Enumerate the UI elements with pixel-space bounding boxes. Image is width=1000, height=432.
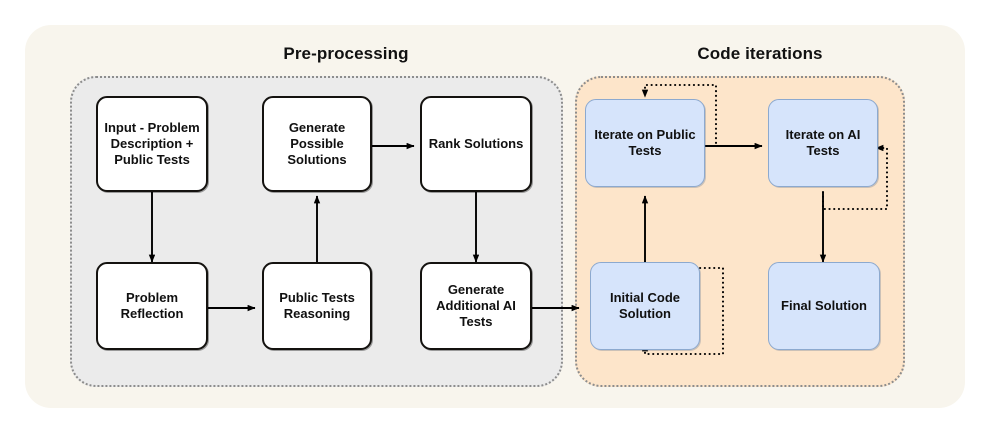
node-rank-solutions[interactable]: Rank Solutions xyxy=(420,96,532,192)
preprocessing-title: Pre-processing xyxy=(283,44,409,63)
node-input-problem[interactable]: Input - Problem Description + Public Tes… xyxy=(96,96,208,192)
code-iterations-title: Code iterations xyxy=(697,44,823,63)
node-public-tests-reasoning[interactable]: Public Tests Reasoning xyxy=(262,262,372,350)
node-final-solution[interactable]: Final Solution xyxy=(768,262,880,350)
node-problem-reflection[interactable]: Problem Reflection xyxy=(96,262,208,350)
node-generate-additional-ai-tests[interactable]: Generate Additional AI Tests xyxy=(420,262,532,350)
node-iterate-on-public-tests[interactable]: Iterate on Public Tests xyxy=(585,99,705,187)
node-initial-code-solution[interactable]: Initial Code Solution xyxy=(590,262,700,350)
node-generate-possible-solutions[interactable]: Generate Possible Solutions xyxy=(262,96,372,192)
node-iterate-on-ai-tests[interactable]: Iterate on AI Tests xyxy=(768,99,878,187)
